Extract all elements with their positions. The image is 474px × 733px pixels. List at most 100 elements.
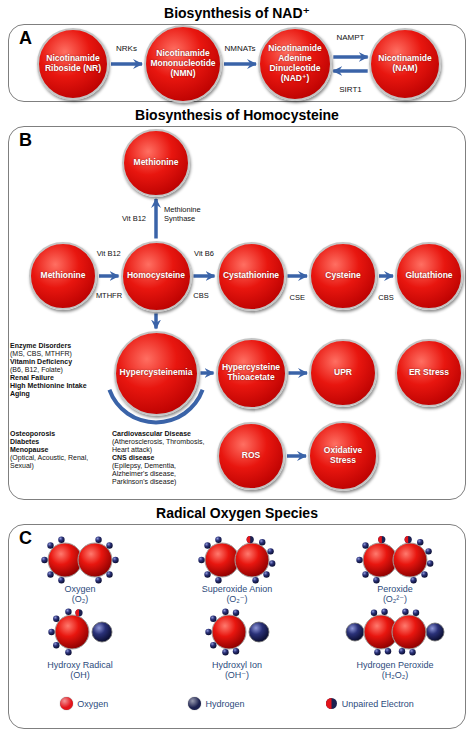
process-circle: Nicotinamide (NAM) xyxy=(369,28,441,100)
enzyme-label: CSE xyxy=(289,294,306,302)
electron-dot xyxy=(233,648,239,654)
label-group: Enzyme Disorders(MS, CBS, MTHFR)Vitamin … xyxy=(10,342,110,398)
process-circle: Cystathionine xyxy=(217,242,286,311)
electron-dot xyxy=(413,610,419,616)
annotation-text: Osteoporosis xyxy=(10,430,108,438)
electron-dot xyxy=(95,537,101,543)
electron-dot xyxy=(215,577,221,583)
unpaired-electron xyxy=(378,536,385,543)
electron-dot xyxy=(373,577,379,583)
annotation-text: Aging xyxy=(10,390,110,398)
legend-item: Oxygen xyxy=(60,697,108,710)
pathway-arrow xyxy=(224,62,256,66)
annotation-text: Enzyme Disorders xyxy=(10,342,110,350)
annotation-text: High Methionine Intake xyxy=(10,382,110,390)
process-circle: UPR xyxy=(309,339,377,407)
electron-dot xyxy=(356,557,362,563)
electron-dot xyxy=(95,577,101,583)
electron-dot xyxy=(421,571,427,577)
hydrogen-atom xyxy=(346,623,364,641)
molecule-caption: Hydrogen Peroxide xyxy=(320,660,470,670)
enzyme-label: NMNATs xyxy=(224,45,257,54)
node-label: Hypercysteine Thioacetate xyxy=(222,363,280,383)
enzyme-label: Vit B6 xyxy=(193,250,215,258)
process-circle: Hypercysteinemia xyxy=(114,331,199,416)
hydrogen-atom xyxy=(249,622,269,642)
annotation-text: MTHFR xyxy=(89,292,129,301)
electron-dot xyxy=(267,548,273,554)
oxygen-atom xyxy=(393,543,427,577)
oxygen-atom xyxy=(55,615,89,649)
panel-box: Biosynthesis of HomocysteineBMethionineM… xyxy=(8,126,466,500)
label-group: CBS xyxy=(181,292,221,301)
node-label: Cysteine xyxy=(325,271,360,281)
annotation-text: Methionine Synthase xyxy=(164,206,224,223)
legend-item: Unpaired Electron xyxy=(325,697,414,710)
panel-heading: Biosynthesis of NAD⁺ xyxy=(9,5,465,21)
process-circle: Nicotinamide Riboside (NR) xyxy=(37,28,109,100)
electron-dot xyxy=(106,542,112,548)
oxygen-atom xyxy=(78,543,112,577)
pathway-arrow xyxy=(333,69,367,73)
pathway-arrow xyxy=(154,314,158,329)
process-circle: Glutathione xyxy=(395,242,463,310)
enzyme-label: SIRT1 xyxy=(338,86,363,95)
hydrogen-atom xyxy=(426,623,444,641)
oxygen-atom xyxy=(392,615,426,649)
electron-dot xyxy=(362,542,368,548)
process-circle: Hypercysteine Thioacetate xyxy=(216,338,287,409)
annotation-text: Diabetes xyxy=(10,438,108,446)
enzyme-label: Vit B12 xyxy=(96,250,122,258)
pathway-arrow xyxy=(289,371,308,375)
panel-letter: B xyxy=(19,130,32,150)
annotation-text: (MS, CBS, MTHFR) xyxy=(10,350,110,358)
annotation-text: Vitamin Deficiency xyxy=(10,358,110,366)
label-group: Peroxide(O₂²⁻) xyxy=(320,584,470,605)
node-label: Nicotinamide Mononucleotide (NMN) xyxy=(150,49,215,78)
pathway-arrow xyxy=(99,274,119,278)
label-group: Superoxide Anion(O₂⁻) xyxy=(162,584,312,605)
legend: Oxygen Hydrogen Unpaired Electron xyxy=(20,697,454,710)
label-group: Methionine Synthase xyxy=(164,206,224,223)
pathway-arrow xyxy=(154,199,158,239)
electron-dot xyxy=(374,649,380,655)
electron-dot xyxy=(106,571,112,577)
enzyme-label: NAMPT xyxy=(336,34,366,43)
annotation-text: Menopause xyxy=(10,446,108,454)
pathway-arrow xyxy=(333,55,367,59)
panel-box: Radical Oxygen SpeciesC xyxy=(8,524,466,729)
node-label: Methionine xyxy=(41,271,86,281)
process-circle: Nicotinamide Adenine Dinucleotide (NAD⁺) xyxy=(258,27,332,101)
unpaired-electron-half xyxy=(405,536,409,543)
annotation-text: (Atherosclerosis, Thrombosis, Heart atta… xyxy=(112,438,212,454)
pathway-arrow xyxy=(194,274,215,278)
legend-item: Hydrogen xyxy=(188,697,244,710)
electron-dot xyxy=(252,577,258,583)
oxygen-atom xyxy=(48,543,82,577)
legend-text: Oxygen xyxy=(77,699,108,709)
unpaired-electron-half xyxy=(75,609,79,616)
panel-heading: Radical Oxygen Species xyxy=(9,505,465,521)
node-label: Cystathionine xyxy=(223,271,279,281)
annotation-text: (Epilepsy, Dementia, Alzheimer's disease… xyxy=(112,462,212,486)
node-label: Nicotinamide Adenine Dinucleotide (NAD⁺) xyxy=(265,44,325,83)
legend-text: Hydrogen xyxy=(205,699,244,709)
electron-dot xyxy=(205,629,211,635)
legend-swatch xyxy=(325,697,338,710)
electron-dot xyxy=(47,571,53,577)
node-label: Nicotinamide Riboside (NR) xyxy=(43,54,103,74)
unpaired-electron-half xyxy=(378,536,382,543)
molecule xyxy=(198,536,275,583)
electron-dot xyxy=(263,571,269,577)
electron-dot xyxy=(65,609,71,615)
molecule-caption: CBS xyxy=(181,292,221,301)
electron-dot xyxy=(198,557,204,563)
electron-dot xyxy=(47,542,53,548)
electron-dot xyxy=(204,542,210,548)
label-group: OsteoporosisDiabetesMenopause(Optical, A… xyxy=(10,430,108,470)
panel-box: Biosynthesis of NAD⁺ANicotinamide Ribosi… xyxy=(8,24,466,102)
panel-letter: C xyxy=(19,528,32,548)
electron-dot xyxy=(58,537,64,543)
label-group: Cardiovascular Disease(Atherosclerosis, … xyxy=(112,430,212,486)
pathway-arrow xyxy=(379,274,393,278)
